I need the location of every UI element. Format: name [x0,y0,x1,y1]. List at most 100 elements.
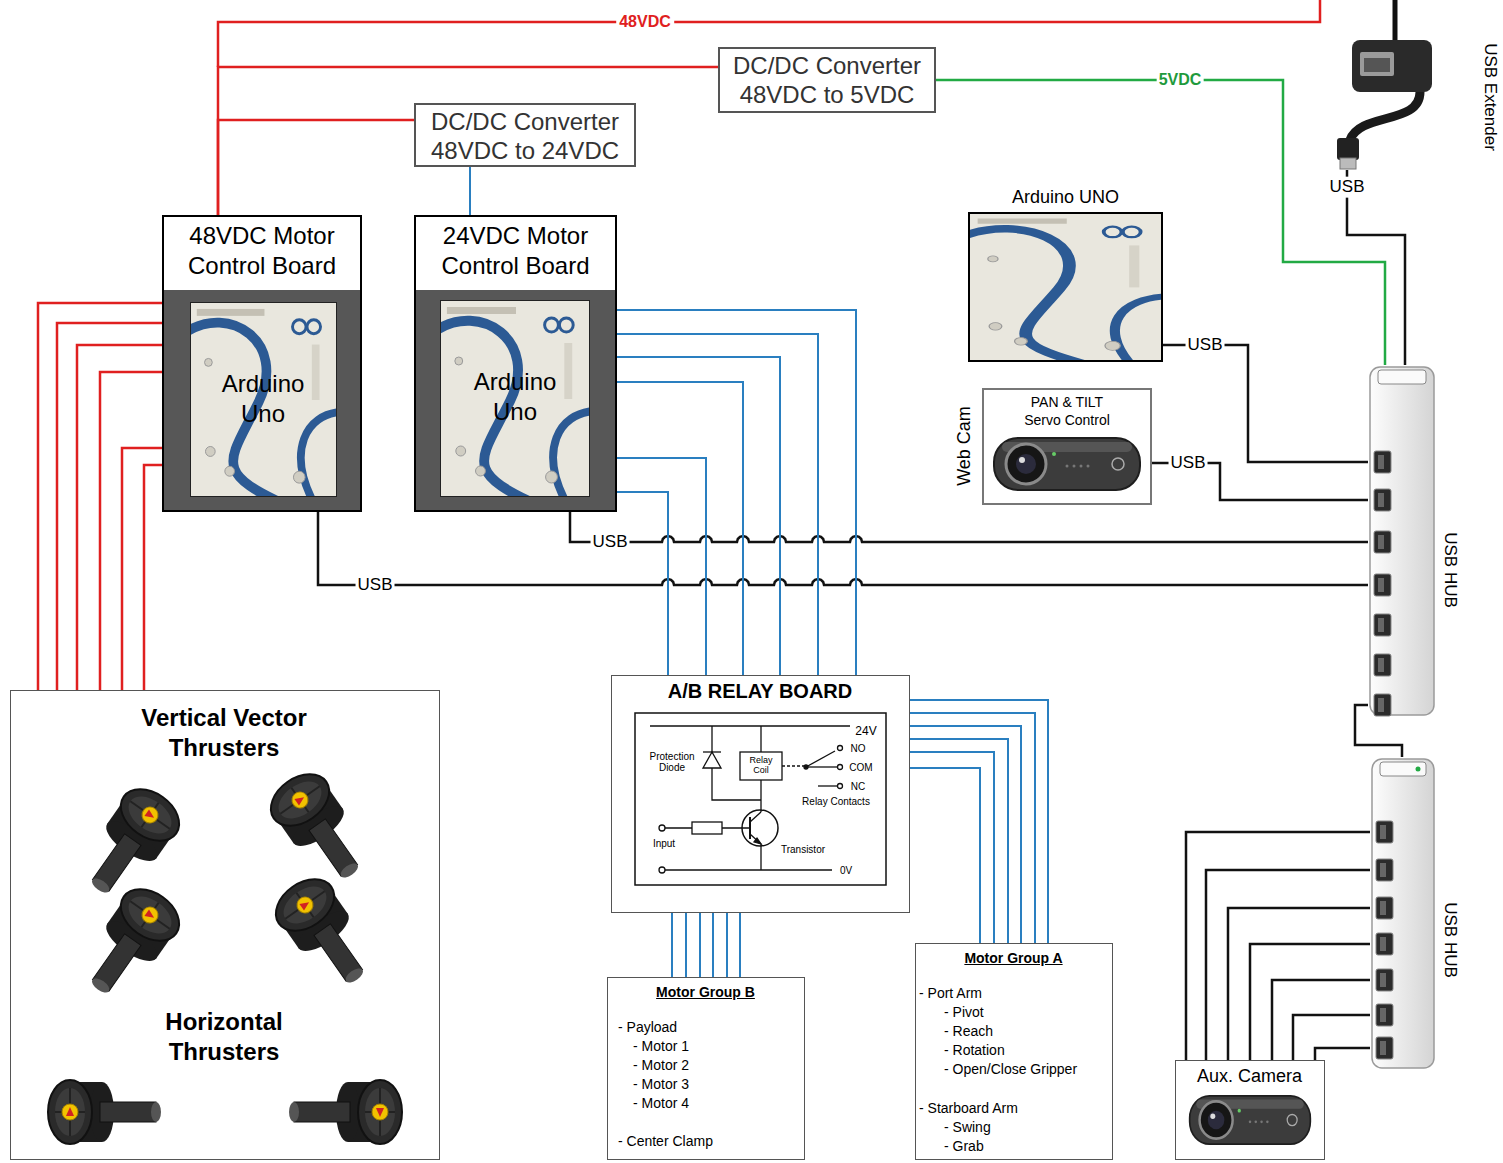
usb-hub-device [1374,451,1391,473]
usb-extender-illustration [1360,52,1394,76]
usb-hub-device [1378,370,1426,384]
list-item: - Grab [944,1137,1111,1155]
list-item: - Reach [944,1022,1111,1040]
wire [1272,980,1370,1060]
wire [726,913,728,977]
relay-schematic [754,838,761,844]
thruster-illustration [72,779,189,908]
pin-name: NO [851,743,866,754]
usb-hub-device [1374,531,1391,553]
connector-group [38,67,1405,1060]
relay-schematic [635,713,886,885]
list-item: - Pivot [944,1003,1111,1021]
board-title: A/B RELAY BOARD [612,679,908,703]
arduino-board-image [185,303,342,506]
board-title: 48VDC Motor Control Board [164,221,360,281]
usb-hub-device [1374,574,1391,596]
list-item: - Payload [618,1018,803,1036]
wire [570,512,1368,542]
wire [617,357,780,675]
wire [671,913,673,977]
usb-hub-device [1374,694,1391,716]
camera-label: PAN & TILT Servo Control [1017,393,1117,429]
thruster-illustration [48,764,402,1144]
wire [1315,1048,1370,1060]
usb-extender-illustration [1393,0,1398,42]
relay-board: A/B RELAY BOARD [611,675,910,913]
usb-hub-device [1370,367,1434,715]
usb-extender-illustration [1340,158,1356,169]
camera-box: Web CamPAN & TILT Servo Control [982,388,1152,505]
wire [144,465,162,690]
relay-schematic [838,765,843,770]
arduino-board: Arduino Uno [190,302,337,497]
part-name: Transistor [781,844,825,855]
wire [218,67,718,215]
list-item: - Motor 2 [633,1056,803,1074]
relay-schematic [659,867,665,873]
wire [318,512,1368,585]
board-label: Arduino Uno [460,367,570,427]
wire [910,752,994,943]
wire-label: USB [356,575,395,596]
relay-schematic [635,713,886,885]
relay-schematic [838,784,843,789]
usb-hub-device [1374,654,1391,676]
hub-label: USB HUB [1440,902,1460,978]
wire [617,334,818,675]
pin-name: COM [849,762,872,773]
relay-schematic [806,751,835,767]
usb-hub-device [1416,767,1421,772]
list-item: - Center Clamp [618,1132,803,1150]
usb-hub-device [1376,897,1393,919]
converter-label: DC/DC Converter 48VDC to 24VDC [416,107,634,165]
usb-hub-device [1370,367,1434,1068]
usb-hub-device [1374,614,1391,636]
group-title: Horizontal Thrusters [149,1007,299,1067]
wire-label: USB [1186,335,1225,356]
usb-extender-illustration [1352,40,1432,92]
thruster-illustration [48,1080,161,1144]
usb-hub: USB HUB [1368,365,1436,717]
list-item: - Motor 4 [633,1094,803,1112]
signal-name: 24V [855,725,876,738]
board-title: 24VDC Motor Control Board [416,221,615,281]
wire [617,492,668,675]
usb-extender-illustration [1350,92,1420,140]
list-item: - Open/Close Gripper [944,1060,1111,1078]
arduino-board: Arduino UNO [968,212,1163,362]
wire [469,167,471,215]
webcam-image [1190,1096,1311,1144]
arduino-board-image [435,301,595,506]
usb-hub-device [1372,759,1434,1068]
wire [617,458,706,675]
wire [77,345,162,690]
board-frame [163,290,616,511]
wire [617,382,743,675]
motor-group-box: Motor Group A- Port Arm- Pivot- Reach- R… [915,943,1113,1160]
voltage-label: 48VDC [616,13,674,31]
motor-group-box: Motor Group B- Payload- Motor 1- Motor 2… [607,977,805,1160]
wire [739,913,741,977]
relay-schematic [703,751,721,752]
thruster-illustration [266,869,383,998]
usb-hub-device [1376,859,1393,881]
hub-label: USB HUB [1440,532,1460,608]
group-heading: Motor Group A [916,949,1111,967]
board-frame [415,290,616,511]
wire-label: USB [1169,453,1208,474]
group-title: Vertical Vector Thrusters [124,703,324,763]
wire [910,768,980,943]
usb-hub-device [1376,1037,1393,1059]
relay-schematic [804,765,808,769]
wire-label: 5VDC [1157,70,1204,90]
list-item: - Swing [944,1118,1111,1136]
webcam-image [994,438,1310,1144]
wire [218,120,414,215]
usb-hub-device [1380,762,1426,776]
converter-label: DC/DC Converter 48VDC to 5VDC [720,51,934,109]
list-item: - Starboard Arm [919,1099,1111,1117]
wire [936,80,1385,365]
thruster-box: Vertical Vector ThrustersHorizontal Thru… [10,690,440,1160]
